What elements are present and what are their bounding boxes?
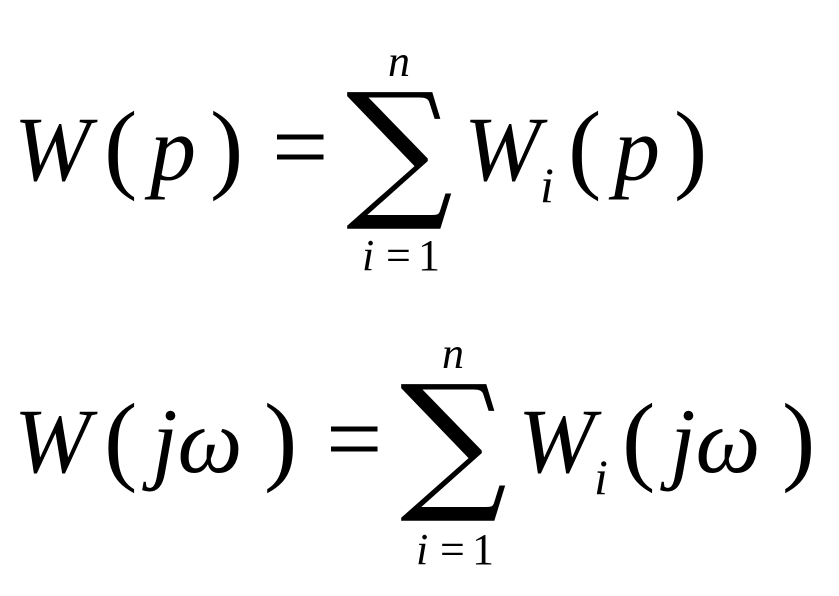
- eq2-rhs-open-paren: (: [622, 383, 655, 494]
- eq1-rhs-subscript: i: [540, 157, 554, 213]
- eq1-equals-sign: =: [272, 91, 328, 202]
- eq2-sum-lower-equals: =: [440, 525, 465, 574]
- equation-1: W ( p ) = n ∑ i = 1 W i ( p ): [14, 37, 707, 280]
- eq2-summation-sign: ∑: [400, 354, 507, 528]
- eq2-equals-sign: =: [326, 383, 382, 494]
- eq1-lhs-argument: p: [144, 98, 196, 200]
- eq1-rhs-close-paren: ): [674, 91, 707, 202]
- eq2-rhs-argument: jω: [660, 390, 761, 492]
- eq1-sum-lower-index: i: [362, 231, 374, 280]
- eq2-rhs-subscript: i: [594, 449, 608, 505]
- eq1-sum-upper-limit: n: [388, 37, 410, 86]
- eq2-sum-upper-limit: n: [442, 329, 464, 378]
- eq2-rhs-close-paren: ): [782, 383, 815, 494]
- eq1-sum-lower-value: 1: [418, 231, 440, 280]
- eq2-lhs-argument: jω: [142, 390, 243, 492]
- eq2-lhs-symbol: W: [14, 390, 98, 492]
- eq1-summation-sign: ∑: [346, 62, 453, 236]
- eq2-sum-lower-index: i: [416, 525, 428, 574]
- eq1-rhs-argument: p: [608, 98, 660, 200]
- eq2-lhs-open-paren: (: [104, 383, 137, 494]
- eq1-lhs-symbol: W: [14, 98, 98, 200]
- eq1-lhs-close-paren: ): [210, 91, 243, 202]
- eq1-sum-lower-equals: =: [386, 231, 411, 280]
- eq2-rhs-symbol: W: [518, 390, 602, 492]
- eq2-sum-lower-value: 1: [472, 525, 494, 574]
- eq1-rhs-open-paren: (: [568, 91, 601, 202]
- eq1-rhs-symbol: W: [464, 98, 548, 200]
- eq1-lhs-open-paren: (: [104, 91, 137, 202]
- eq2-lhs-close-paren: ): [264, 383, 297, 494]
- equation-2: W ( jω ) = n ∑ i = 1 W i ( jω ): [14, 329, 815, 574]
